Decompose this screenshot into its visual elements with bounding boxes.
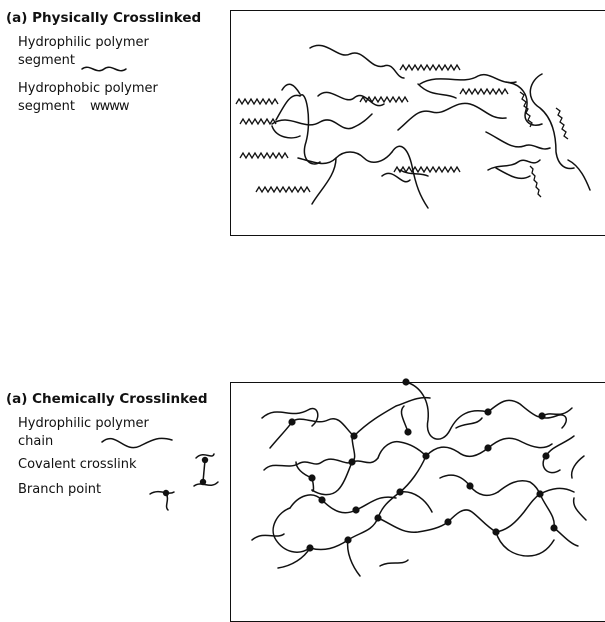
legend-crosslink-glyph	[194, 454, 218, 486]
chemical-network	[252, 378, 586, 576]
legend-hydrophilic-wave	[82, 67, 126, 70]
diagram-drawing	[0, 0, 605, 608]
physical-network	[236, 45, 590, 208]
legend-chain-wave	[102, 438, 172, 447]
legend-branch-glyph	[150, 490, 174, 510]
